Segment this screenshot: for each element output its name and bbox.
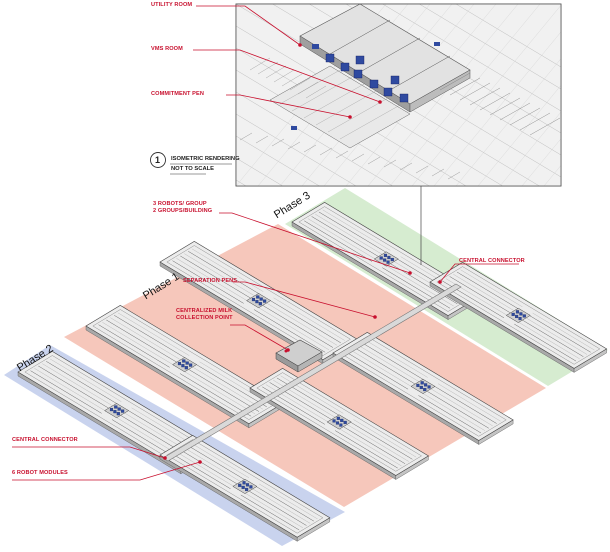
buildings-layer (17, 202, 608, 542)
leader-central-connector-top (439, 263, 519, 283)
note-badge (150, 152, 232, 175)
note-number: 1 (155, 155, 161, 165)
note-number-circle (150, 152, 166, 168)
label-central-connector-top: CENTRAL CONNECTOR (459, 258, 525, 264)
leader-central-connector-left (12, 446, 166, 459)
label-milk-line1: CENTRALIZED MILK (176, 308, 233, 314)
barn-phase1-a (159, 241, 358, 365)
leader-utility-room (196, 5, 301, 46)
leader-robot-modules (12, 461, 201, 481)
robot-unit (383, 87, 393, 97)
central-connector-corridor (162, 283, 462, 462)
label-central-connector-left: CENTRAL CONNECTOR (12, 437, 78, 443)
barn-phase1-d (249, 368, 429, 480)
label-milk-line2: COLLECTION POINT (176, 315, 233, 321)
leader-robots-group (219, 212, 411, 274)
leader-lines (12, 5, 519, 481)
robot-unit (355, 55, 365, 65)
leader-separation-pens (233, 281, 376, 318)
leader-milk (230, 324, 289, 351)
robot-unit (340, 62, 350, 72)
milk-collection-building (275, 339, 323, 373)
barn-phase2-b (159, 435, 331, 542)
barn-phase1-b (332, 332, 514, 445)
label-robot-modules: 6 ROBOT MODULES (12, 470, 68, 476)
label-vms-room: VMS ROOM (151, 46, 183, 52)
note-line1: ISOMETRIC RENDERING (171, 156, 240, 162)
leader-vms-room (193, 49, 381, 103)
robot-unit (399, 93, 409, 103)
robot-unit (353, 69, 363, 79)
isometric-inset (235, 3, 562, 187)
label-robots-per-group: 3 ROBOTS/ GROUP (153, 201, 207, 207)
label-utility-room: UTILITY ROOM (151, 2, 193, 8)
leader-commitment-pen (226, 94, 351, 118)
label-groups-per-building: 2 GROUPS/BUILDING (153, 208, 213, 214)
robot-unit (325, 53, 335, 63)
label-separation-pens: SEPARATION PENS (183, 278, 238, 284)
barn-phase3-b (429, 262, 608, 373)
robot-unit (369, 79, 379, 89)
robot-unit (390, 75, 400, 85)
note-line2: NOT TO SCALE (171, 166, 215, 172)
label-commitment-pen: COMMITMENT PEN (151, 91, 204, 97)
